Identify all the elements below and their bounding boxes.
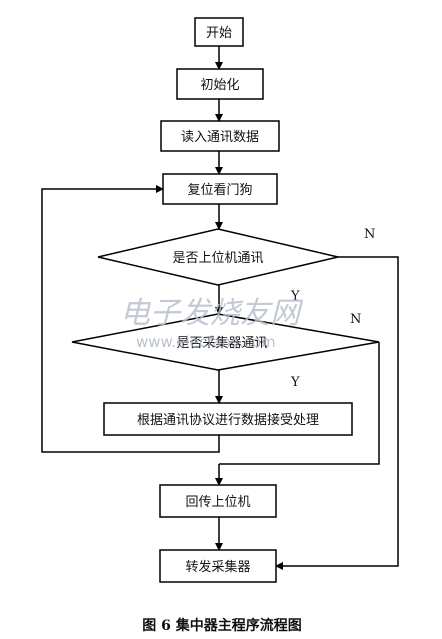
watermark-title: 电子发烧友网 (120, 296, 304, 331)
figure-caption: 图 6 集中器主程序流程图 (142, 617, 302, 634)
loop-back-line (41, 185, 220, 453)
collector-no-line (219, 342, 380, 465)
host-yes-label: Y (290, 289, 300, 304)
init-box (176, 68, 264, 100)
return-host-label: 回传上位机 (185, 495, 250, 510)
process-box (103, 402, 353, 436)
reset-watchdog-box (162, 173, 278, 205)
host-no-label: N (364, 227, 375, 242)
start-label: 开始 (206, 26, 232, 41)
process-label: 根据通讯协议进行数据接受处理 (137, 412, 319, 428)
read-data-label: 读入通讯数据 (181, 130, 259, 145)
watermark-url: www.elecfans.com (136, 333, 276, 351)
host-comm-label: 是否上位机通讯 (172, 251, 263, 266)
forward-collector-box (159, 549, 277, 583)
collector-no-label: N (350, 312, 361, 327)
forward-collector-label: 转发采集器 (185, 559, 250, 575)
reset-watchdog-label: 复位看门狗 (187, 182, 252, 198)
collector-comm-label: 是否采集器通讯 (176, 335, 267, 351)
collector-yes-label: Y (290, 375, 300, 390)
host-comm-decision (97, 228, 339, 286)
init-label: 初始化 (200, 78, 239, 93)
host-no-line (275, 256, 399, 570)
collector-comm-decision (71, 313, 380, 371)
